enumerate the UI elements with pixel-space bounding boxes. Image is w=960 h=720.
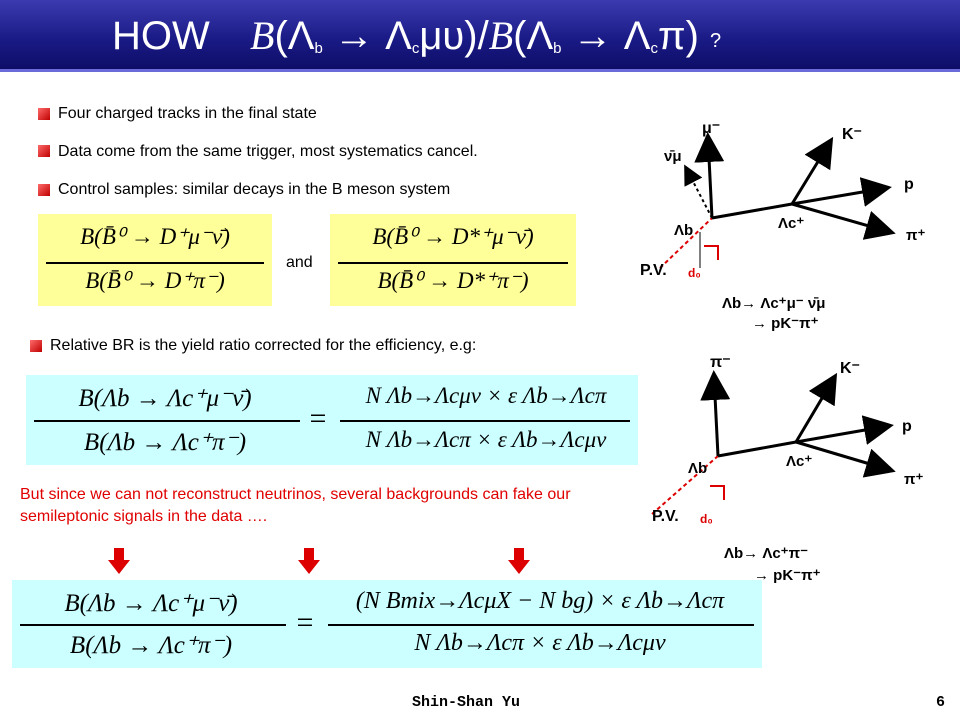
control-equation-2: B(B̄⁰ → D*⁺μ⁻ν̄) B(B̄⁰ → D*⁺π⁻) [330, 214, 576, 306]
title-bar: HOW B(Λb → Λcμυ)/B(Λb → Λcπ) ? [0, 0, 960, 72]
slide-title: HOW B(Λb → Λcμυ)/B(Λb → Λcπ) ? [112, 12, 721, 73]
decay-diagram-hadronic [651, 370, 896, 515]
equation-1-box: B(Λb → Λc⁺μ⁻ν̄) B(Λb → Λc⁺π⁻) = N Λb→Λcμ… [26, 375, 638, 465]
label-antineutrino: ν̄μ [664, 148, 682, 165]
down-arrow-icon [108, 548, 130, 574]
title-arrow-2: → [572, 14, 613, 58]
eq2-rhs-denominator: N Λb→Λcπ × ε Λb→Λcμν [414, 630, 666, 656]
eq1-rhs-numerator: N Λb→Λcμν × ε Λb→Λcπ [365, 383, 607, 408]
bullet-text-1: Four charged tracks in the final state [58, 105, 317, 122]
title-mu-nu: μυ [419, 14, 465, 58]
down-arrow-icon [508, 548, 530, 574]
title-lambda-c: Λ [385, 14, 412, 58]
bullet-icon [38, 145, 50, 157]
label-proton: p [904, 176, 914, 193]
title-sub-c: c [411, 40, 420, 57]
label-impact-parameter: d₀ [688, 266, 701, 280]
label-lambda-c: Λc⁺ [778, 215, 805, 232]
title-rparen-2: ) [685, 14, 699, 58]
warning-text: But since we can not reconstruct neutrin… [20, 486, 571, 525]
title-question: ? [710, 30, 722, 52]
eq1-equals: = [309, 402, 327, 435]
label-lambda-c: Λc⁺ [786, 453, 813, 470]
down-arrow-icon [298, 548, 320, 574]
label-kaon: K⁻ [842, 126, 862, 143]
title-lambda-c-2: Λ [623, 14, 651, 58]
eq2-lhs-numerator: B(Λb → Λc⁺μ⁻ν̄) [64, 590, 238, 617]
eq1-lhs-numerator: B(Λb → Λc⁺μ⁻ν̄) [78, 385, 252, 412]
decay-chain-line-1: Λb→ Λc⁺μ⁻ ν̄μ [722, 295, 826, 312]
decay-chain-line-2: → pK⁻π⁺ [752, 315, 819, 332]
fraction-line [46, 262, 264, 264]
title-lambda: Λ [287, 14, 315, 58]
equation-2-box: B(Λb → Λc⁺μ⁻ν̄) B(Λb → Λc⁺π⁻) = (N Bmix→… [12, 580, 762, 668]
bullet-text-2: Data come from the same trigger, most sy… [58, 143, 478, 160]
decay-chain-line-2: → pK⁻π⁺ [754, 567, 821, 584]
title-slash: / [477, 14, 489, 58]
eq2-equals: = [296, 606, 314, 639]
label-lambda-b: Λb [688, 460, 708, 477]
label-pion-minus: π⁻ [710, 354, 731, 371]
fraction-line [328, 624, 754, 626]
label-pion-plus: π⁺ [904, 471, 924, 488]
fraction-line [20, 624, 286, 626]
bullet-text-4: Relative BR is the yield ratio corrected… [50, 337, 477, 354]
title-lparen: ( [274, 14, 288, 58]
eq1-rhs-denominator: N Λb→Λcπ × ε Λb→Λcμν [365, 427, 607, 452]
fraction-line [34, 420, 300, 422]
bullet-icon [38, 108, 50, 120]
and-label: and [286, 254, 313, 271]
title-rparen: ) [464, 14, 478, 58]
title-lambda-2: Λ [526, 14, 554, 58]
title-pi: π [657, 14, 686, 58]
control-eq1-numerator: B(B̄⁰ → D⁺μ⁻ν̄) [80, 224, 230, 249]
title-lparen-2: ( [513, 14, 527, 58]
label-lambda-b: Λb [674, 222, 694, 239]
label-impact-parameter: d₀ [700, 512, 713, 526]
title-sub-c-2: c [650, 40, 658, 57]
eq1-lhs-denominator: B(Λb → Λc⁺π⁻) [83, 429, 247, 456]
control-eq2-numerator: B(B̄⁰ → D*⁺μ⁻ν̄) [372, 224, 534, 249]
fraction-line [340, 420, 630, 422]
label-kaon: K⁻ [840, 360, 860, 377]
title-sub-b-2: b [553, 40, 562, 57]
bullet-text-3: Control samples: similar decays in the B… [58, 181, 451, 198]
title-sub-b: b [314, 40, 323, 57]
title-arrow: → [333, 14, 374, 58]
title-prefix: HOW [112, 14, 210, 58]
bullet-icon [38, 184, 50, 196]
page-number: 6 [936, 694, 946, 711]
control-eq2-denominator: B(B̄⁰ → D*⁺π⁻) [377, 268, 529, 293]
control-equation-1: B(B̄⁰ → D⁺μ⁻ν̄) B(B̄⁰ → D⁺π⁻) [38, 214, 272, 306]
label-proton: p [902, 418, 912, 435]
title-b-symbol: B [250, 13, 275, 58]
decay-diagram-semileptonic [659, 132, 896, 269]
title-b-symbol-2: B [488, 13, 514, 58]
label-primary-vertex: P.V. [640, 262, 667, 279]
bullet-icon [30, 340, 42, 352]
fraction-line [338, 262, 568, 264]
decay-chain-line-1: Λb→ Λc⁺π⁻ [724, 545, 809, 562]
label-pion-plus: π⁺ [906, 227, 926, 244]
footer-author: Shin-Shan Yu [412, 694, 521, 711]
label-muon: μ⁻ [702, 120, 721, 137]
eq2-lhs-denominator: B(Λb → Λc⁺π⁻) [69, 632, 233, 659]
control-eq1-denominator: B(B̄⁰ → D⁺π⁻) [85, 268, 225, 293]
eq2-rhs-numerator: (N Bmix→ΛcμX − N bg) × ε Λb→Λcπ [355, 588, 725, 614]
label-primary-vertex: P.V. [652, 508, 679, 525]
